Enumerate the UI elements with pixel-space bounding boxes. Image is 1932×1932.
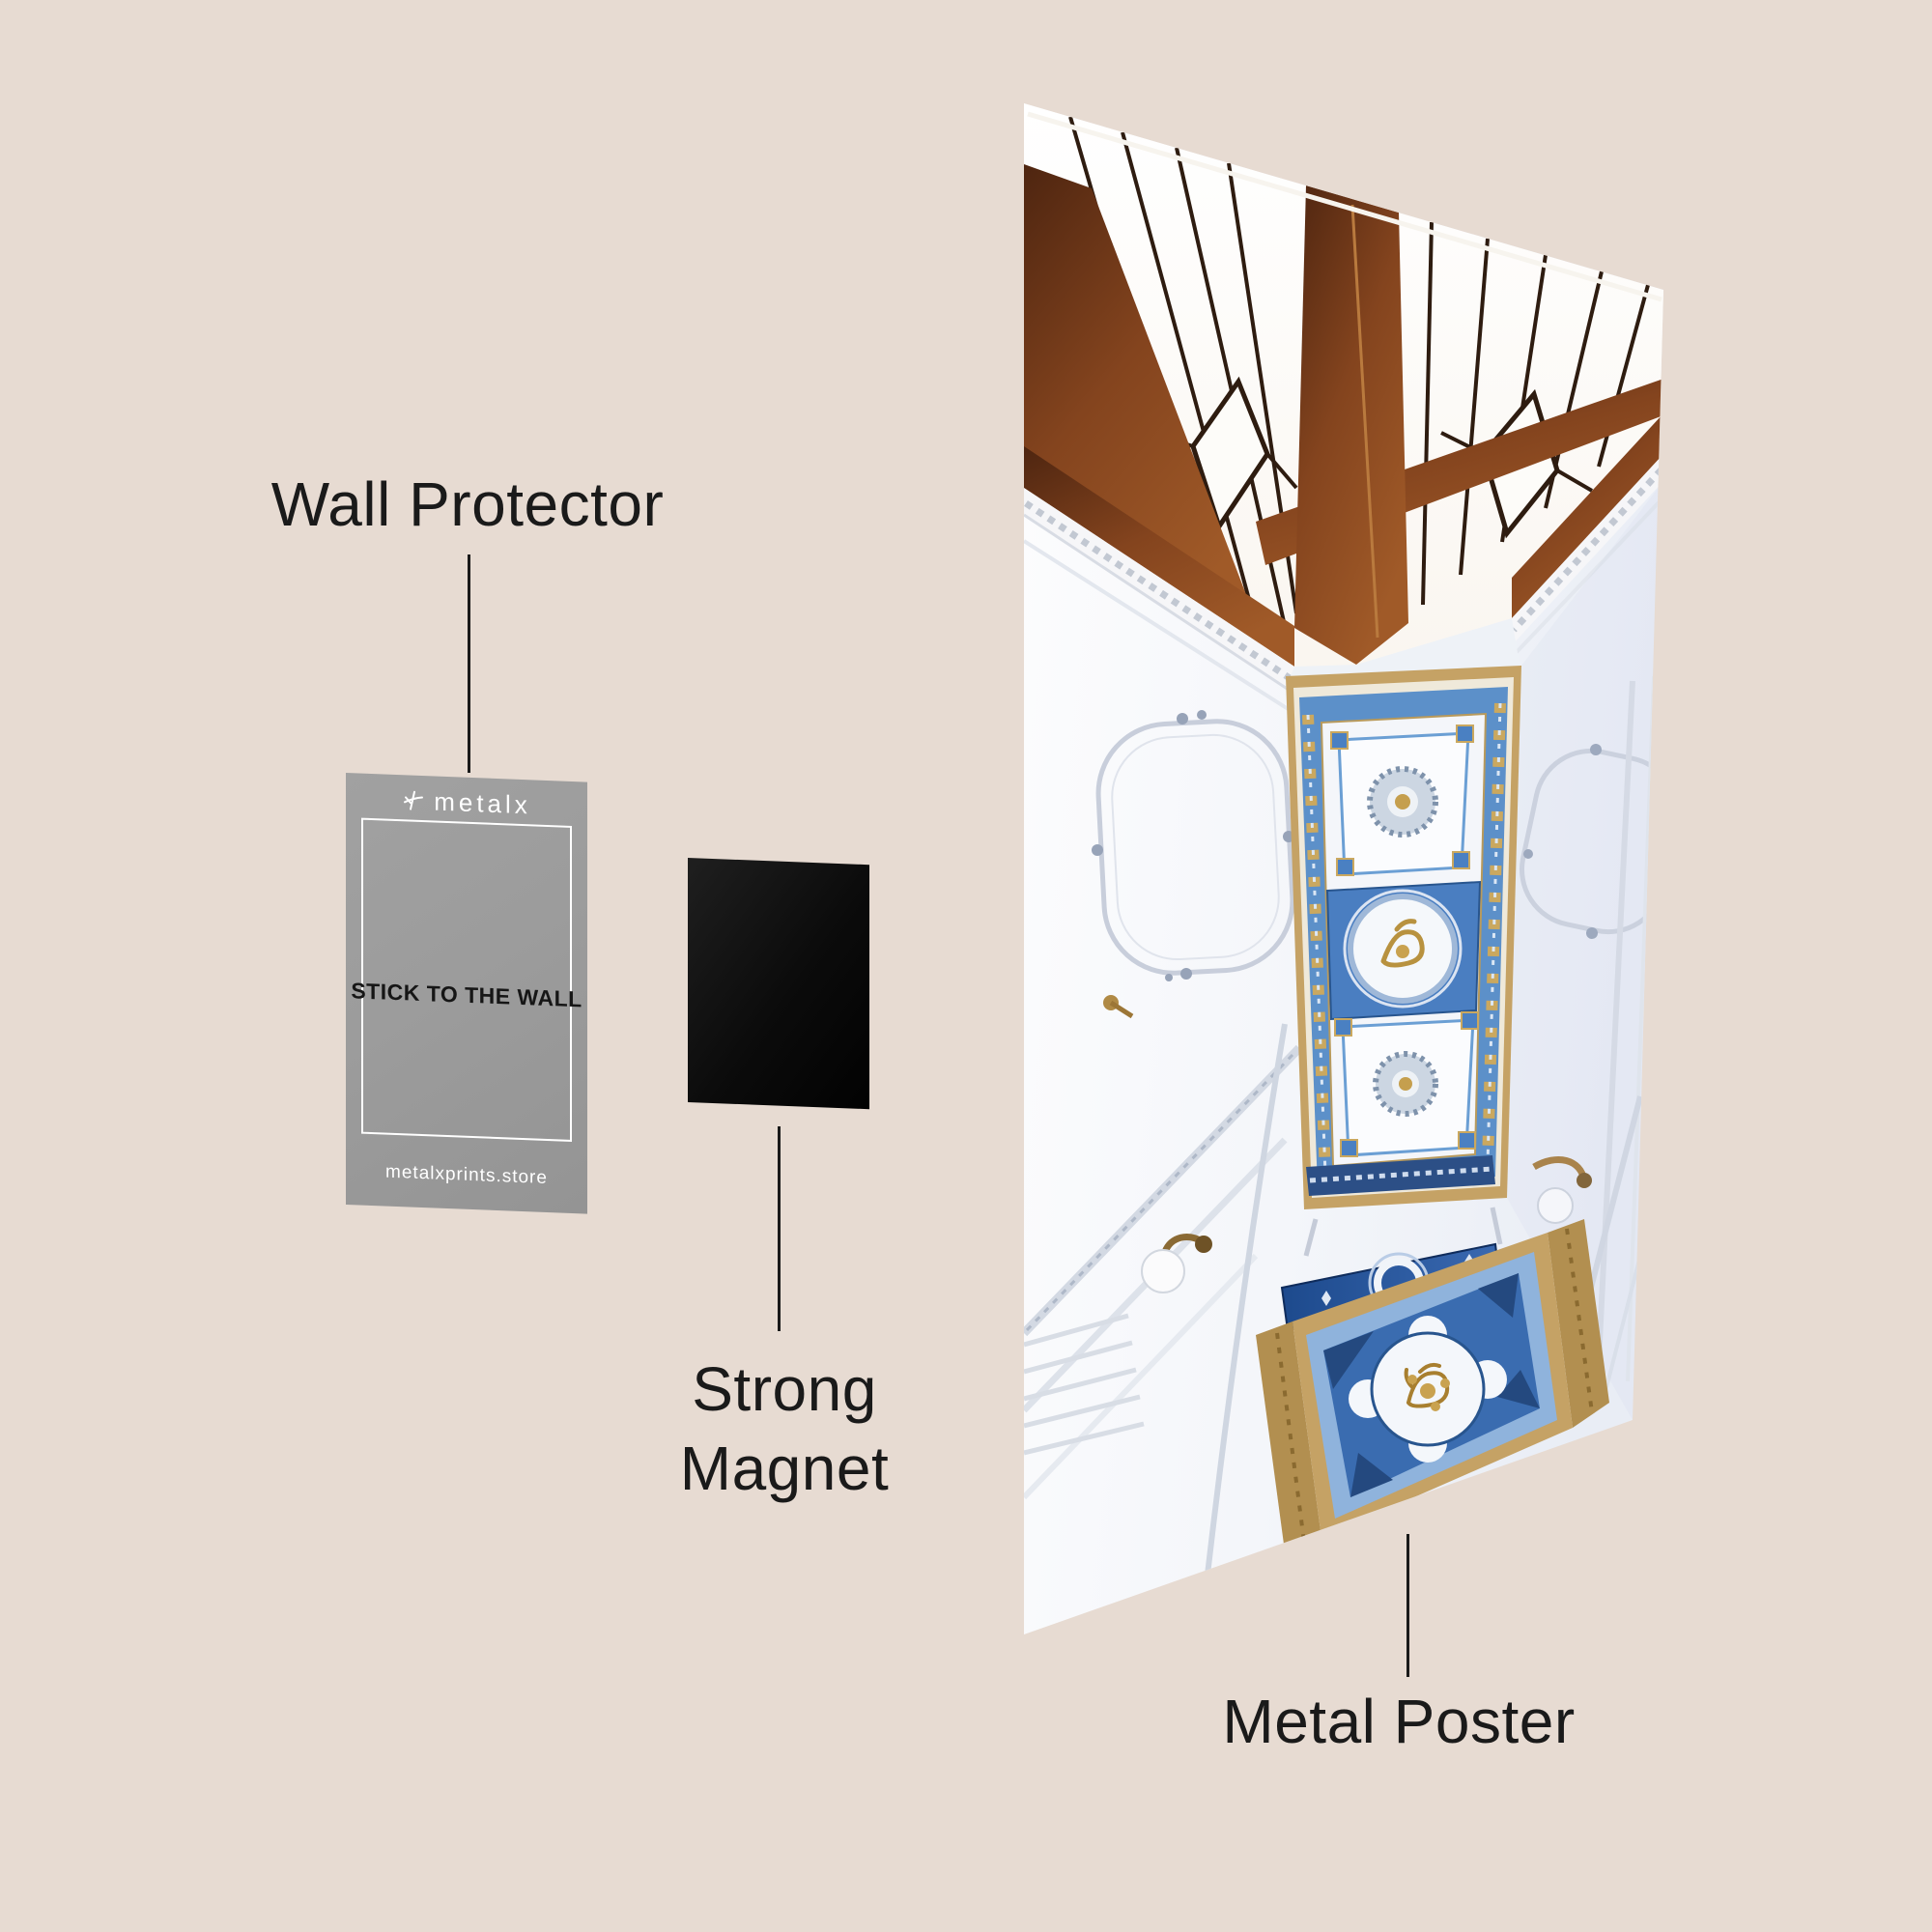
strong-magnet-label: Strong Magnet [495, 1350, 1074, 1509]
ceiling-strip [1286, 666, 1521, 1209]
strip-right-studs [1482, 702, 1506, 1165]
left-louver-vent [1024, 1313, 1145, 1456]
floral-core [1396, 945, 1409, 958]
skylight [1024, 103, 1663, 667]
left-cornice-edge [1024, 513, 1295, 696]
gold-floral-ornament [1380, 919, 1425, 968]
left-wall-decor [1024, 710, 1303, 1576]
cornices [1024, 454, 1663, 712]
strip-right-pattern [1486, 702, 1502, 1165]
metal-poster-label-text: Metal Poster [1222, 1687, 1576, 1756]
right-cartouche-ornaments [1523, 744, 1602, 939]
right-gold-bracket-band [1548, 1219, 1609, 1428]
strong-magnet-label-line2: Magnet [679, 1433, 890, 1503]
left-diagonal-beads [1024, 1053, 1294, 1333]
cove-brackets [1303, 1207, 1503, 1257]
top-cross-panel [1330, 724, 1474, 876]
top-rosette [1367, 766, 1438, 838]
right-cornice-dentils [1511, 467, 1663, 633]
left-cornice-band [1024, 488, 1294, 694]
left-wall-cartouche-inner [1111, 733, 1280, 961]
bottom-rosette [1373, 1051, 1438, 1117]
wall-protector-label-text: Wall Protector [270, 469, 665, 539]
right-wall-shade [1507, 481, 1663, 1420]
left-diagonal-molding-3 [1024, 1253, 1259, 1500]
wall-protector-connector-line [468, 554, 470, 773]
left-bracket-pattern [1275, 1332, 1306, 1543]
strip-bottom-pattern [1309, 1166, 1493, 1183]
metal-poster-connector-line [1406, 1534, 1409, 1677]
bottom-medallion-panel [1256, 1219, 1609, 1551]
right-wall-cartouche [1519, 748, 1663, 935]
poster-art [1024, 103, 1663, 1634]
right-bracket-pattern [1565, 1228, 1594, 1413]
right-wall-sconce [1532, 1156, 1592, 1224]
left-wall-sconce [1141, 1234, 1212, 1293]
bottom-quatrefoil-medallion [1349, 1316, 1507, 1463]
left-brass-handle-arm [1109, 1000, 1134, 1019]
wall-protector-label: Wall Protector [178, 466, 757, 545]
skylight-frame-edge [1027, 111, 1662, 302]
strip-bottom-band [1306, 1155, 1495, 1196]
wall-protector-card: metalx STICK TO THE WALL metalxprints.st… [346, 773, 587, 1214]
strong-magnet-label-line1: Strong [692, 1354, 877, 1424]
right-wood-sill [1512, 413, 1663, 618]
right-pilaster-2 [1626, 675, 1656, 1382]
card-brand-row: metalx [346, 784, 587, 821]
panel-corner-triangles [1323, 1273, 1540, 1497]
strong-magnet-connector-line [778, 1126, 781, 1331]
right-wall-decor [1507, 481, 1663, 1420]
central-wood-beam [1294, 185, 1408, 665]
strip-left-pattern [1306, 714, 1327, 1176]
left-cornice-trim [1024, 539, 1292, 712]
right-cornice-trim [1515, 496, 1663, 654]
metal-poster-label: Metal Poster [1109, 1683, 1689, 1762]
cartouche-ornaments [1092, 710, 1294, 981]
left-arch-molding [1205, 1023, 1288, 1576]
beam-highlight-ridge [1350, 204, 1379, 639]
middle-medallion-panel [1325, 880, 1482, 1021]
bottom-cross-panel [1334, 1011, 1479, 1157]
left-wood-sill [1024, 446, 1294, 667]
metalx-logo-icon [404, 790, 424, 810]
